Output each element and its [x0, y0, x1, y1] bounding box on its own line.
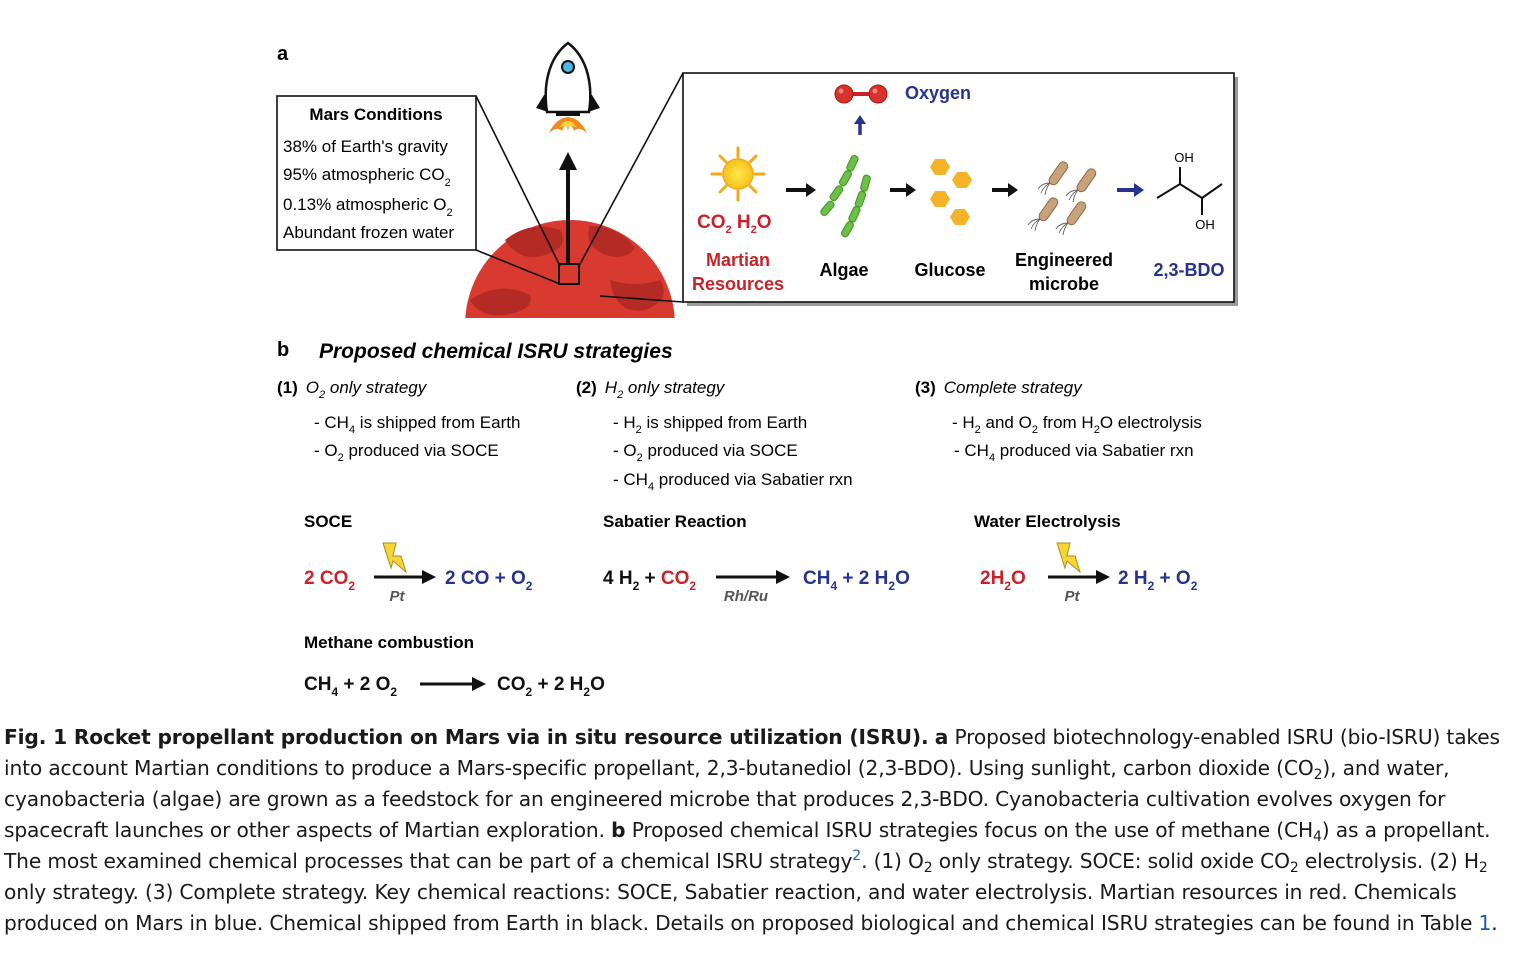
lightning-icon-2 — [1056, 542, 1081, 574]
martian-resources-label: Martian — [706, 250, 770, 270]
bdo-oh-top: OH — [1174, 150, 1194, 165]
methane-reaction: CH4 + 2 O2 CO2 + 2 H2O — [304, 674, 605, 699]
mars-conditions-title: Mars Conditions — [309, 105, 442, 124]
rocket-icon — [536, 41, 600, 133]
h2o-label: H — [737, 212, 751, 233]
oxygen-label: Oxygen — [905, 83, 971, 103]
co2-label: CO — [697, 212, 726, 233]
panel-a-label: a — [277, 43, 289, 65]
soce-reaction: 2 CO2 Pt 2 CO + O2 — [304, 542, 533, 605]
reference-link-2[interactable]: 2 — [852, 848, 862, 864]
svg-text:- O2 produced via SOCE: - O2 produced via SOCE — [314, 441, 499, 464]
bdo-structure — [1156, 167, 1223, 215]
svg-text:microbe: microbe — [1029, 274, 1099, 294]
svg-text:- O2 produced via SOCE: - O2 produced via SOCE — [613, 441, 798, 464]
svg-text:CO2 + 2 H2O: CO2 + 2 H2O — [497, 674, 605, 699]
microbe-icon — [1027, 161, 1097, 236]
svg-text:(3)Complete strategy: (3)Complete strategy — [915, 378, 1083, 397]
panel-b-label: b — [277, 339, 289, 361]
svg-text:2 H2 + O2: 2 H2 + O2 — [1118, 568, 1198, 593]
svg-text:2 CO + O2: 2 CO + O2 — [445, 568, 533, 593]
svg-text:Abundant frozen water: Abundant frozen water — [283, 223, 454, 242]
svg-text:Resources: Resources — [692, 274, 784, 294]
svg-text:Pt: Pt — [390, 588, 406, 605]
panel-b-title: Proposed chemical ISRU strategies — [319, 340, 673, 363]
mars-gravity: 38% of Earth's gravity — [283, 137, 448, 156]
svg-text:- H2 is shipped from Earth: - H2 is shipped from Earth — [613, 413, 807, 436]
oxygen-molecule-icon — [834, 84, 888, 104]
svg-text:- CH4 produced via Sabatier rx: - CH4 produced via Sabatier rxn — [613, 470, 853, 493]
electrolysis-heading: Water Electrolysis — [974, 512, 1121, 531]
mars-water: Abundant frozen water — [283, 223, 454, 242]
svg-text:- H2 and O2 from H2O electroly: - H2 and O2 from H2O electrolysis — [952, 413, 1202, 436]
methane-heading: Methane combustion — [304, 633, 474, 652]
figure-1: a Mars Conditions 38% of Earth's gravity… — [276, 41, 1238, 699]
glucose-icon — [930, 159, 972, 225]
electrolysis-reaction: 2H2O Pt 2 H2 + O2 — [980, 542, 1198, 605]
table-1-link[interactable]: 1 — [1478, 911, 1492, 935]
svg-text:(1)O2 only strategy: (1)O2 only strategy — [277, 378, 428, 401]
glucose-label: Glucose — [914, 260, 985, 280]
svg-text:CH4 + 2 H2O: CH4 + 2 H2O — [803, 568, 910, 593]
sabatier-reaction: 4 H2 + CO2 Rh/Ru CH4 + 2 H2O — [603, 568, 910, 605]
svg-text:Rh/Ru: Rh/Ru — [724, 588, 768, 605]
sun-icon — [710, 146, 766, 202]
svg-text:2 CO2: 2 CO2 — [304, 568, 355, 593]
algae-label: Algae — [819, 260, 868, 280]
strategy-3: (3)Complete strategy - H2 and O2 from H2… — [915, 378, 1202, 464]
svg-text:0.13% atmospheric O2: 0.13% atmospheric O2 — [283, 195, 453, 219]
bdo-oh-bottom: OH — [1195, 217, 1215, 232]
svg-text:CO2 H2O: CO2 H2O — [697, 212, 772, 236]
mars-conditions-box: Mars Conditions 38% of Earth's gravity 9… — [276, 95, 477, 251]
mars-o2: 0.13% atmospheric O — [283, 195, 446, 214]
algae-icon — [820, 154, 871, 238]
mars-co2: 95% atmospheric CO — [283, 165, 445, 184]
figure-caption: Fig. 1 Rocket propellant production on M… — [4, 725, 1500, 935]
svg-text:2H2O: 2H2O — [980, 568, 1026, 593]
soce-heading: SOCE — [304, 512, 352, 531]
svg-text:38% of Earth's gravity: 38% of Earth's gravity — [283, 137, 448, 156]
svg-text:CH4 + 2 O2: CH4 + 2 O2 — [304, 674, 397, 699]
bdo-label: 2,3-BDO — [1153, 260, 1224, 280]
engineered-microbe-label: Engineered — [1015, 250, 1113, 270]
strategy-2: (2)H2 only strategy - H2 is shipped from… — [576, 378, 853, 493]
strategy-1: (1)O2 only strategy - CH4 is shipped fro… — [277, 378, 520, 464]
mars-planet — [465, 220, 675, 318]
svg-text:4 H2 + CO2: 4 H2 + CO2 — [603, 568, 696, 593]
lightning-icon — [382, 542, 407, 574]
sabatier-heading: Sabatier Reaction — [603, 512, 747, 531]
bio-isru-process-box: CO2 H2O Martian Resources Algae Ox — [682, 72, 1238, 306]
caption-figure-title: Fig. 1 Rocket propellant production on M… — [4, 725, 929, 749]
svg-text:- CH4 is shipped from Earth: - CH4 is shipped from Earth — [314, 413, 520, 436]
svg-text:- CH4 produced via Sabatier rx: - CH4 produced via Sabatier rxn — [954, 441, 1194, 464]
svg-text:Pt: Pt — [1065, 588, 1081, 605]
svg-text:95% atmospheric CO2: 95% atmospheric CO2 — [283, 165, 451, 189]
svg-text:(2)H2 only strategy: (2)H2 only strategy — [576, 378, 726, 401]
